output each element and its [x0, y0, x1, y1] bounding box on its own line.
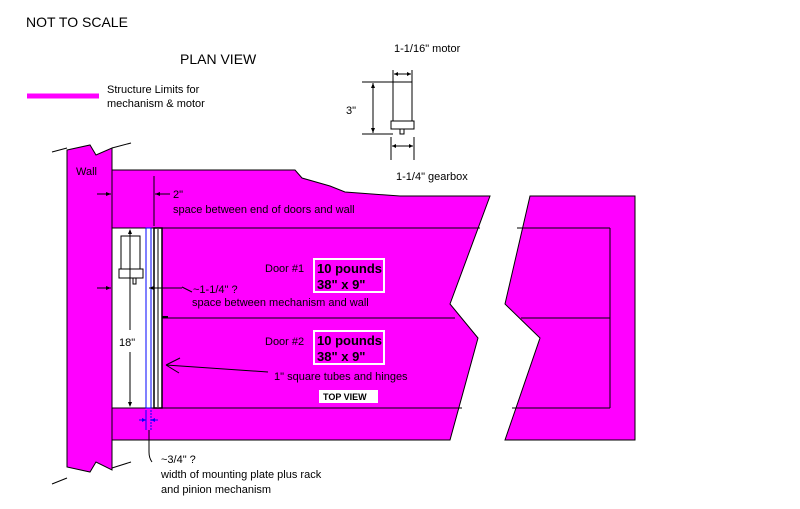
legend-label-line1: Structure Limits for — [107, 84, 200, 96]
door-1-label: Door #1 — [265, 263, 304, 275]
gap-top-description: space between end of doors and wall — [173, 204, 355, 216]
wall-label: Wall — [76, 166, 97, 178]
motor-body — [392, 81, 413, 122]
mech-gearbox — [118, 268, 144, 279]
door-2-info-box — [313, 330, 385, 365]
plate-description-line2: and pinion mechanism — [161, 484, 271, 496]
not-to-scale-label: NOT TO SCALE — [26, 14, 128, 30]
mounting-plate — [145, 227, 152, 409]
top-view-label: TOP VIEW — [323, 392, 367, 402]
wall — [66, 144, 113, 473]
door-1-weight: 10 pounds — [317, 261, 382, 276]
top-view-tag — [319, 390, 378, 403]
gap-mechanism-value: ~1-1/4" ? — [193, 284, 238, 296]
door-1-info-box — [313, 258, 385, 293]
door-2-weight: 10 pounds — [317, 333, 382, 348]
structure-left — [111, 169, 491, 441]
plate-dimension — [139, 410, 158, 430]
door-1-size: 38" x 9" — [317, 277, 365, 292]
motor-height-label: 3" — [346, 105, 356, 117]
plate-leader — [148, 430, 153, 463]
gap-mechanism-description: space between mechanism and wall — [192, 297, 369, 309]
motor-detail: 1-1/16" motor 3" 1-1/4" gearbox — [346, 43, 468, 183]
gearbox-width-label: 1-1/4" gearbox — [396, 171, 468, 183]
door-2-label: Door #2 — [265, 336, 304, 348]
mechanism-length-label: 18" — [119, 337, 135, 349]
legend-label-line2: mechanism & motor — [107, 98, 205, 110]
gearbox-body — [390, 120, 415, 130]
plan-view-title: PLAN VIEW — [180, 51, 257, 67]
tubes-label: 1" square tubes and hinges — [274, 371, 408, 383]
plate-value: ~3/4" ? — [161, 454, 196, 466]
motor-shaft — [399, 128, 405, 135]
door-2-size: 38" x 9" — [317, 349, 365, 364]
plate-description-line1: width of mounting plate plus rack — [160, 469, 322, 481]
gap-top-value: 2" — [173, 189, 183, 201]
tubes-leader — [165, 364, 269, 373]
motor-width-label: 1-1/16" motor — [394, 43, 461, 55]
